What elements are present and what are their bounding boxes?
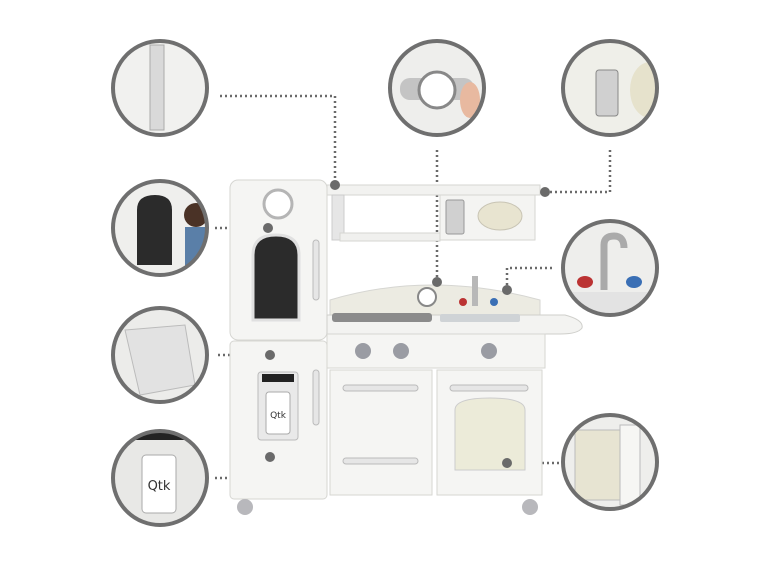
callout-water-dispenser: Qtk (111, 429, 209, 527)
faucet (472, 276, 478, 306)
connector-faucet (505, 266, 555, 290)
toy-kitchen: Qtk (229, 179, 583, 515)
fridge-handle-upper (312, 239, 320, 301)
side-shelf (331, 194, 345, 241)
knob-3 (481, 343, 497, 359)
oven-window (454, 397, 526, 471)
dispenser-cup (265, 391, 291, 435)
upper-shelf (326, 184, 541, 196)
left-door-handle-top (342, 384, 419, 392)
knob-2 (393, 343, 409, 359)
connector-fridge-handle (220, 94, 337, 183)
oven-handle (449, 384, 529, 392)
microwave-window (477, 201, 523, 231)
connector-microwave (545, 148, 612, 194)
microwave-keypad (445, 199, 465, 235)
callout-chalkboard-door (111, 179, 209, 277)
dispenser-display (262, 374, 294, 382)
left-door-handle-bottom (342, 457, 419, 465)
callout-fridge-handle (111, 39, 209, 137)
callout-microwave-keypad (561, 39, 659, 137)
chalkboard (251, 233, 301, 322)
wall-clock (417, 287, 437, 307)
callout-clock (388, 39, 486, 137)
callout-oven-door (561, 413, 659, 511)
marker-dots (263, 180, 550, 468)
foot-2 (522, 499, 538, 515)
fridge-handle-lower (312, 369, 320, 426)
stove-burners (332, 313, 432, 322)
dispenser-cup-lettering: Qtk (270, 411, 287, 421)
thermometer-gauge (262, 188, 294, 220)
knob-1 (355, 343, 371, 359)
tap-blue (490, 298, 498, 306)
tap-red (459, 298, 467, 306)
foot-1 (237, 499, 253, 515)
sink (440, 314, 520, 322)
callout-cup-lettering: Qtk (148, 479, 171, 494)
callout-ice-drawer (111, 306, 209, 404)
shelf-board (339, 232, 441, 242)
callout-faucet (561, 219, 659, 317)
